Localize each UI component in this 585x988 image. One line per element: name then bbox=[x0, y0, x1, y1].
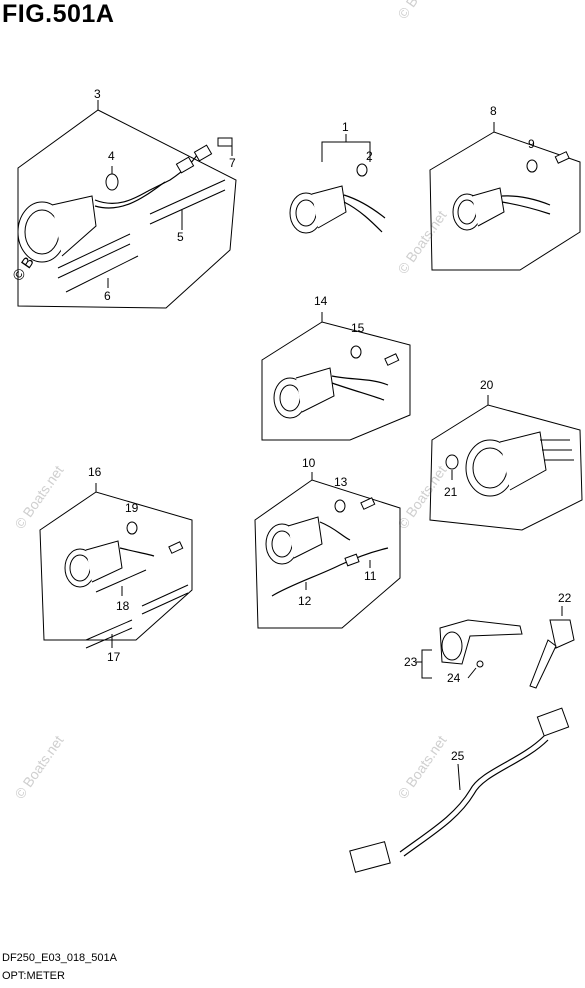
figure-title: FIG.501A bbox=[2, 0, 115, 28]
figure-name: OPT:METER bbox=[2, 970, 65, 982]
group-8: 8 9 bbox=[429, 104, 581, 271]
callout-4: 4 bbox=[108, 149, 115, 163]
figure-code: DF250_E03_018_501A bbox=[2, 952, 117, 964]
callout-12: 12 bbox=[298, 594, 312, 608]
callout-14: 14 bbox=[314, 294, 328, 308]
callout-23: 23 bbox=[404, 655, 418, 669]
callout-6: 6 bbox=[104, 289, 111, 303]
callout-9: 9 bbox=[528, 137, 535, 151]
watermarks: © Boats.net © Boats.net © Boats.net © Bo… bbox=[9, 0, 449, 802]
callout-25: 25 bbox=[451, 749, 465, 763]
group-20: 20 21 bbox=[429, 378, 583, 531]
watermark: © Boats.net bbox=[394, 207, 449, 276]
group-14: 14 15 bbox=[261, 294, 411, 441]
callout-1: 1 bbox=[342, 120, 349, 134]
callout-11: 11 bbox=[364, 569, 377, 583]
group-23-24: 23 24 bbox=[404, 619, 523, 685]
group-22: 22 bbox=[529, 591, 575, 689]
bulb bbox=[105, 173, 119, 191]
callout-22: 22 bbox=[558, 591, 572, 605]
callout-18: 18 bbox=[116, 599, 130, 613]
group-25: 25 bbox=[349, 707, 570, 873]
callout-21: 21 bbox=[444, 485, 458, 499]
callout-2: 2 bbox=[366, 149, 373, 163]
connector bbox=[349, 841, 391, 873]
callout-13: 13 bbox=[334, 475, 348, 489]
callout-24: 24 bbox=[447, 671, 461, 685]
group-3: 3 4 7 5 6 bbox=[17, 87, 237, 309]
callout-8: 8 bbox=[490, 104, 497, 118]
callout-16: 16 bbox=[88, 465, 102, 479]
screw bbox=[476, 660, 484, 668]
watermark: © Boats.net bbox=[394, 732, 449, 801]
connector bbox=[536, 707, 570, 737]
callout-3: 3 bbox=[94, 87, 101, 101]
watermark: © Boats.net bbox=[394, 0, 449, 22]
group-10: 10 13 11 12 bbox=[254, 456, 401, 629]
callout-15: 15 bbox=[351, 321, 365, 335]
bracket bbox=[549, 619, 575, 649]
group-16: 16 19 18 17 bbox=[39, 465, 193, 664]
callout-10: 10 bbox=[302, 456, 316, 470]
group-1: 1 2 bbox=[289, 120, 386, 234]
watermark: © Boats.net bbox=[11, 732, 66, 801]
callout-17: 17 bbox=[107, 650, 121, 664]
callout-19: 19 bbox=[125, 501, 139, 515]
watermark: © Boats.net bbox=[11, 462, 66, 531]
callout-5: 5 bbox=[177, 230, 184, 244]
callout-20: 20 bbox=[480, 378, 494, 392]
callout-7: 7 bbox=[229, 156, 236, 170]
